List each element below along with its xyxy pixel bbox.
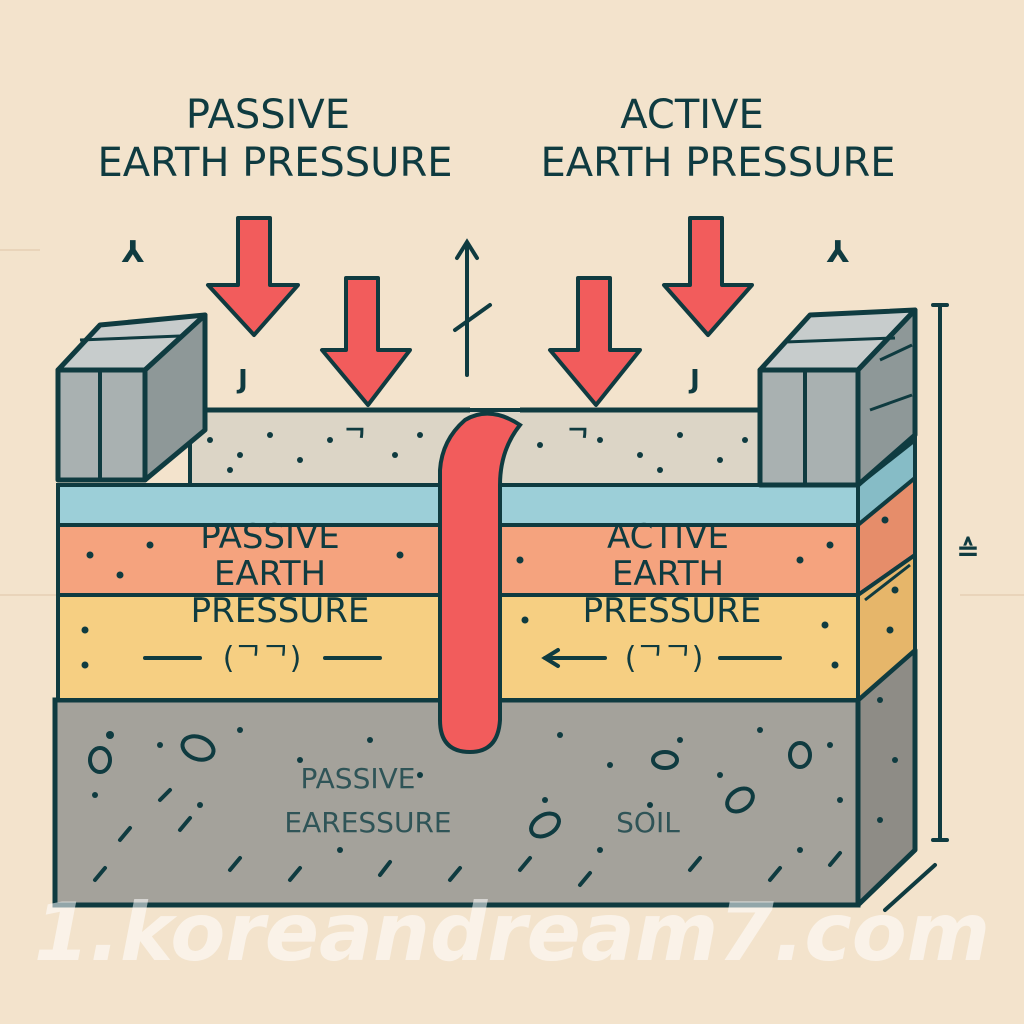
right-retaining-wall <box>757 307 918 488</box>
soil-label-left-line2: EARESSURE <box>284 806 451 839</box>
arrow-1 <box>206 216 300 337</box>
arrow-3 <box>548 276 642 407</box>
layer-label-left-line3: PRESSURE <box>191 591 370 631</box>
surface-dots <box>207 432 748 473</box>
layer-label-left-line4: (ᄀᄀ) <box>223 641 302 676</box>
title-left-line2: EARTH PRESSURE <box>97 140 452 186</box>
tau-mark-right: ᄀ <box>566 425 590 455</box>
layer-label-right-line4: (ᄀᄀ) <box>625 641 704 676</box>
right-face-hatches <box>864 563 911 602</box>
vertical-double-arrow <box>453 238 492 377</box>
soil-pebbles <box>88 734 812 839</box>
tau-mark-left: ᄀ <box>343 425 367 455</box>
lambda-mark-left: ⅄ <box>122 235 145 270</box>
soil-label-right: SOIL <box>616 806 680 839</box>
layer-dots <box>81 516 899 669</box>
layer-label-right-line1: ACTIVE <box>607 517 729 557</box>
pressure-arrows <box>206 216 754 407</box>
lambda-mark-right: ⅄ <box>827 235 850 270</box>
soil-label-left-line1: PASSIVE <box>301 762 416 795</box>
central-pressure-wall <box>438 411 523 755</box>
arrow-2 <box>320 276 412 407</box>
left-retaining-wall <box>55 312 208 483</box>
layer-label-right-line3: PRESSURE <box>583 591 762 631</box>
layer-arrow-right <box>541 648 782 668</box>
dimension-mark: ≙ <box>956 534 979 567</box>
soil-speckles <box>92 697 898 853</box>
j-mark-left: J <box>236 365 248 395</box>
layer-label-right-line2: EARTH <box>612 554 724 594</box>
dimension-line <box>883 303 949 912</box>
j-mark-right: J <box>688 365 700 395</box>
layer-label-right: ACTIVE EARTH PRESSURE (ᄀᄀ) <box>583 517 762 676</box>
layer-label-left-line1: PASSIVE <box>200 517 340 557</box>
arrow-4 <box>662 216 754 337</box>
layer-label-left-line2: EARTH <box>214 554 326 594</box>
title-left-line1: PASSIVE <box>186 92 350 138</box>
soil-hatches <box>93 788 842 887</box>
title-right-line1: ACTIVE <box>620 92 763 138</box>
soil-label-left: PASSIVE EARESSURE <box>284 762 451 839</box>
layer-label-left: PASSIVE EARTH PRESSURE (ᄀᄀ) <box>191 517 370 676</box>
watermark: 1.koreandream7.com <box>34 886 990 979</box>
background-guides <box>0 249 1024 596</box>
title-right-line2: EARTH PRESSURE <box>540 140 895 186</box>
